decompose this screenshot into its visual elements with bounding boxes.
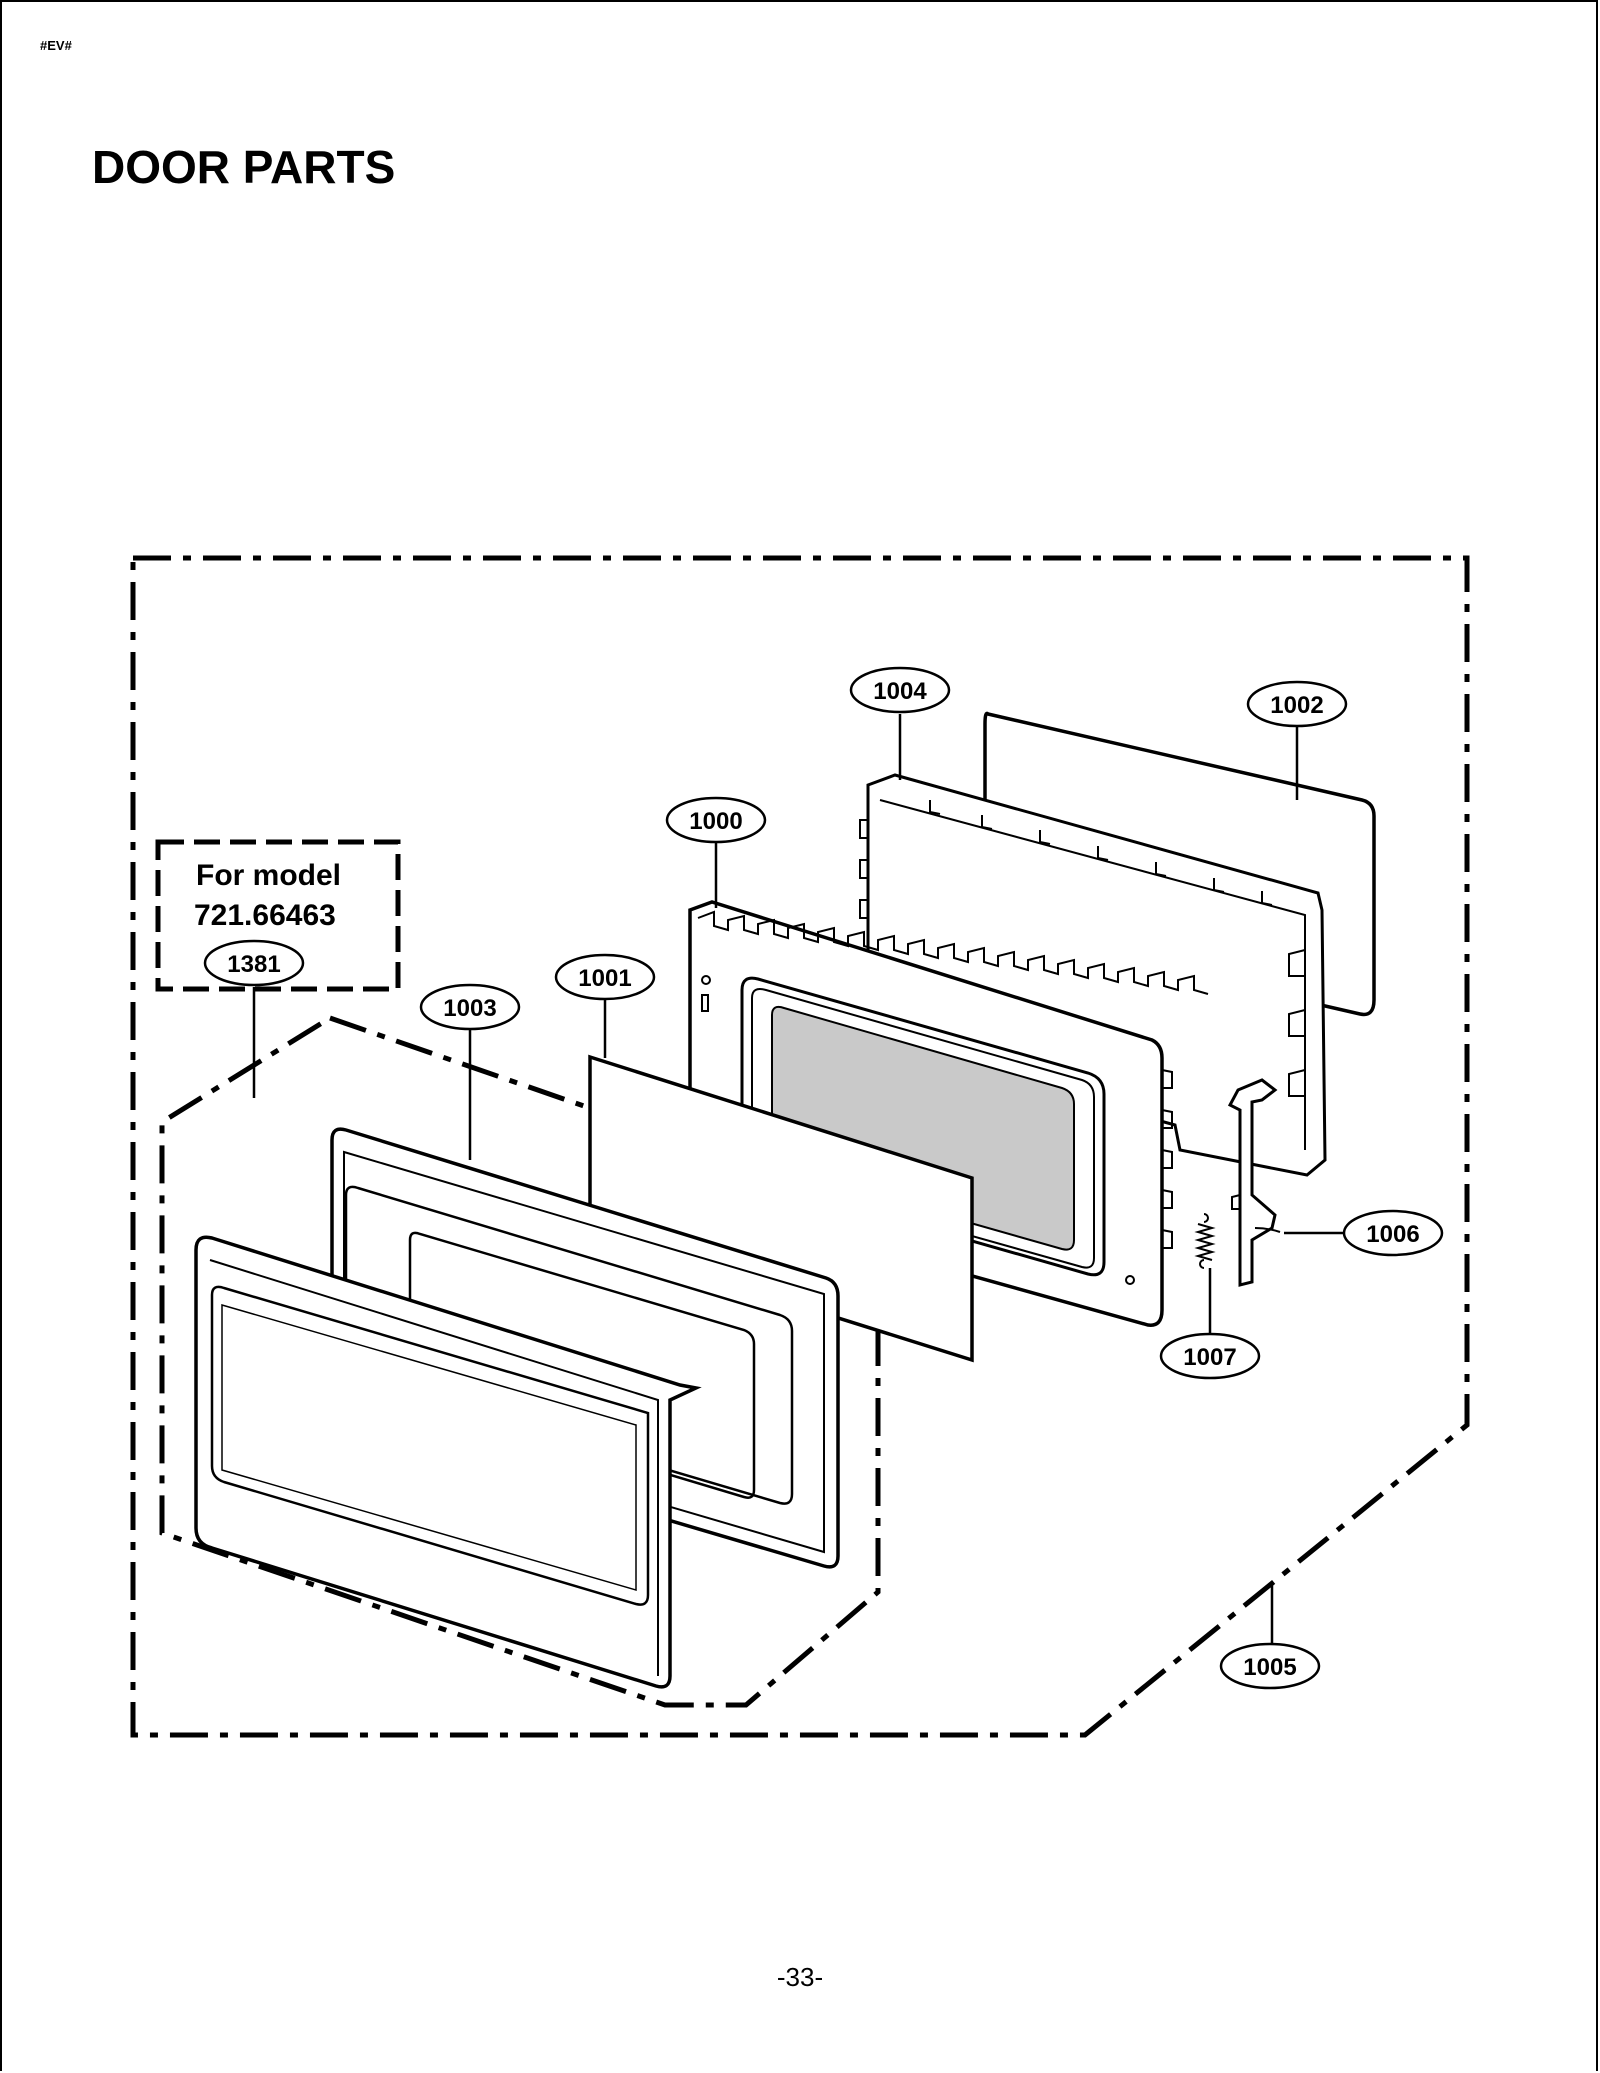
page-title: DOOR PARTS: [92, 141, 396, 193]
page-number: -33-: [776, 1962, 824, 1992]
part-1007-spring: [1194, 1213, 1216, 1269]
callout-1007: 1007: [1183, 1344, 1236, 1371]
callout-1004: 1004: [873, 678, 927, 705]
part-1381-face-frame: [194, 1235, 702, 1689]
model-note-line2: 721.66463: [194, 899, 336, 932]
callout-1000: 1000: [689, 808, 742, 835]
leader-lines: [252, 714, 1345, 1650]
header-code: #EV#: [40, 38, 72, 53]
model-note-line1: For model: [196, 859, 341, 892]
callout-1002: 1002: [1270, 692, 1323, 719]
part-1006-latch: [1227, 1078, 1281, 1287]
model-note-box: [155, 839, 401, 992]
part-1004-choke-frame: [859, 773, 1327, 1177]
part-1001-glass: [588, 1054, 974, 1363]
callout-1006: 1006: [1366, 1221, 1419, 1248]
callout-1005: 1005: [1243, 1654, 1296, 1681]
callout-1003: 1003: [443, 995, 496, 1022]
callout-1381: 1381: [227, 951, 280, 978]
callout-1001: 1001: [578, 965, 631, 992]
callout-ovals: [203, 666, 1444, 1690]
